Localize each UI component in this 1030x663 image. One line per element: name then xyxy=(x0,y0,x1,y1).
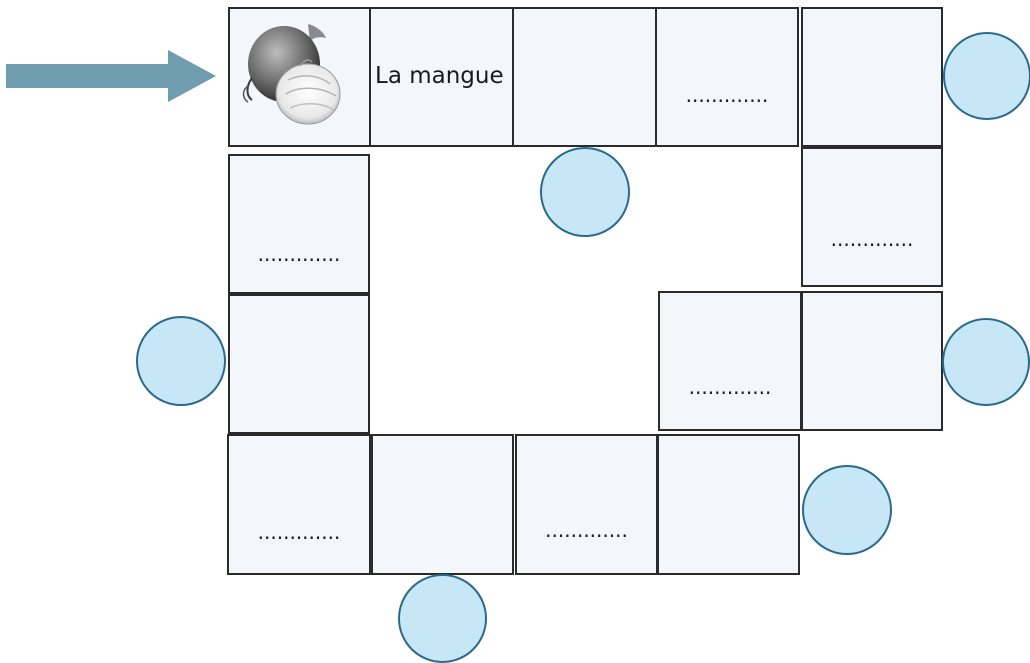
board-cell xyxy=(801,291,943,431)
cell-blank-line: ............. xyxy=(803,229,941,249)
cell-blank-line: ............. xyxy=(229,522,369,542)
arrow-right-icon xyxy=(6,50,216,106)
board-circle xyxy=(398,574,487,663)
board-cell: ............. xyxy=(228,154,370,294)
cell-blank-line: ............. xyxy=(660,377,800,397)
board-circle xyxy=(540,147,630,237)
cell-blank-line: ............. xyxy=(657,85,797,105)
board-cell: ............. xyxy=(801,147,943,287)
board-cell: ............. xyxy=(658,291,802,431)
board-cell: ............. xyxy=(515,434,658,575)
cell-blank-line: ............. xyxy=(517,520,656,540)
board-cell xyxy=(512,7,657,147)
cell-word: La mangue xyxy=(375,63,512,89)
board-cell: La mangue xyxy=(369,7,514,147)
board-circle xyxy=(802,465,892,555)
board-circle xyxy=(943,32,1030,120)
cell-blank-line: ............. xyxy=(230,244,368,264)
board-cell: ............. xyxy=(227,434,371,575)
board-circle xyxy=(942,318,1030,406)
board-cell xyxy=(801,7,943,147)
board-cell xyxy=(371,434,514,575)
board-cell-start xyxy=(228,7,371,147)
board-cell xyxy=(228,294,370,434)
board-cell xyxy=(657,434,800,575)
onion-icon xyxy=(238,16,348,128)
board-cell: ............. xyxy=(655,7,799,147)
board-circle xyxy=(136,316,226,406)
